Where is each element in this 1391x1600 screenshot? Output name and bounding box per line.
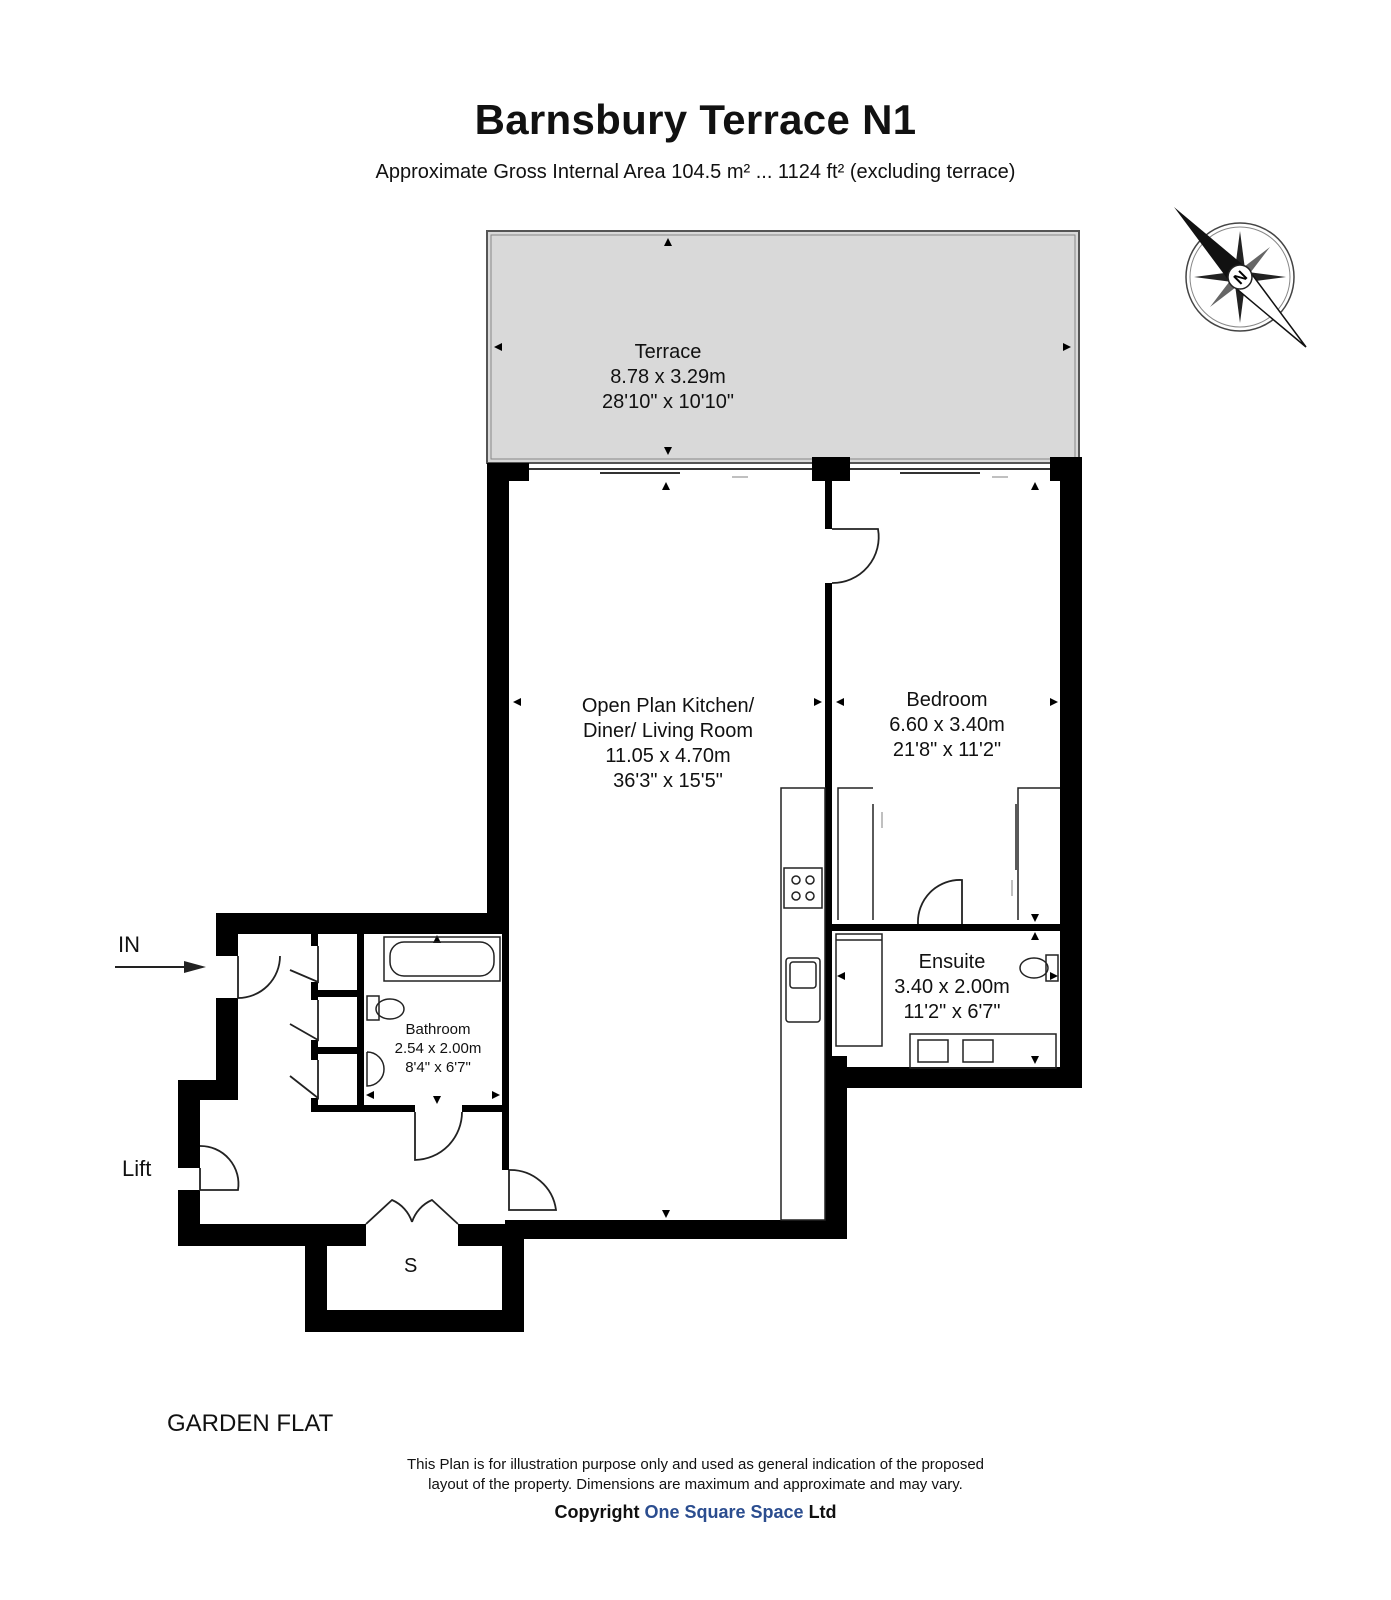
living-imperial: 36'3" x 15'5" <box>613 770 723 792</box>
entrance-label: IN <box>118 932 140 957</box>
copyright: Copyright One Square Space Ltd <box>0 1502 1391 1523</box>
terrace-sliding-doors <box>529 468 1050 474</box>
bathroom-label: Bathroom 2.54 x 2.00m 8'4" x 6'7" <box>395 1020 482 1078</box>
terrace-imperial: 28'10" x 10'10" <box>602 391 734 413</box>
living-name-line2: Diner/ Living Room <box>582 720 754 742</box>
copyright-suffix: Ltd <box>808 1502 837 1522</box>
kitchen-units <box>780 787 826 1221</box>
page-title: Barnsbury Terrace N1 <box>474 96 917 143</box>
flat-name: GARDEN FLAT <box>167 1410 334 1437</box>
living-room-label: Open Plan Kitchen/ Diner/ Living Room 11… <box>582 694 754 794</box>
bedroom-metric: 6.60 x 3.40m <box>889 714 1005 736</box>
page-subtitle: Approximate Gross Internal Area 104.5 m²… <box>375 161 1016 183</box>
ensuite-fixtures <box>835 933 1059 1069</box>
bedroom-label: Bedroom 6.60 x 3.40m 21'8" x 11'2" <box>889 688 1005 763</box>
ensuite-metric: 3.40 x 2.00m <box>894 976 1010 998</box>
bathroom-name: Bathroom <box>405 1021 471 1038</box>
bedroom-imperial: 21'8" x 11'2" <box>892 739 1002 761</box>
entrance-arrow-icon <box>115 961 206 973</box>
terrace-area <box>486 230 1080 464</box>
bedroom-name: Bedroom <box>906 689 988 711</box>
living-metric: 11.05 x 4.70m <box>605 745 731 767</box>
walls <box>178 457 1082 1332</box>
disclaimer-line-2: layout of the property. Dimensions are m… <box>428 1476 963 1494</box>
living-name-line1: Open Plan Kitchen/ <box>581 695 755 717</box>
bathroom-fixtures <box>366 936 501 1087</box>
compass-rose-icon: N <box>1174 207 1307 348</box>
terrace-metric: 8.78 x 3.29m <box>610 366 726 388</box>
copyright-prefix: Copyright <box>554 1502 640 1522</box>
lift-label: Lift <box>122 1156 152 1181</box>
bathroom-metric: 2.54 x 2.00m <box>394 1040 482 1058</box>
terrace-name: Terrace <box>634 341 702 363</box>
ensuite-imperial: 11'2" x 6'7" <box>903 1001 1001 1023</box>
disclaimer: This Plan is for illustration purpose on… <box>0 1455 1391 1496</box>
terrace-label: Terrace 8.78 x 3.29m 28'10" x 10'10" <box>602 340 734 415</box>
disclaimer-line-1: This Plan is for illustration purpose on… <box>406 1456 985 1473</box>
ensuite-name: Ensuite <box>918 951 986 973</box>
bathroom-imperial: 8'4" x 6'7" <box>405 1059 471 1077</box>
doors <box>199 528 963 1225</box>
store-label: S <box>404 1255 418 1277</box>
dimension-markers <box>366 238 1071 1218</box>
ensuite-label: Ensuite 3.40 x 2.00m 11'2" x 6'7" <box>894 950 1010 1025</box>
wardrobes <box>837 787 1060 920</box>
copyright-brand: One Square Space <box>644 1502 804 1522</box>
